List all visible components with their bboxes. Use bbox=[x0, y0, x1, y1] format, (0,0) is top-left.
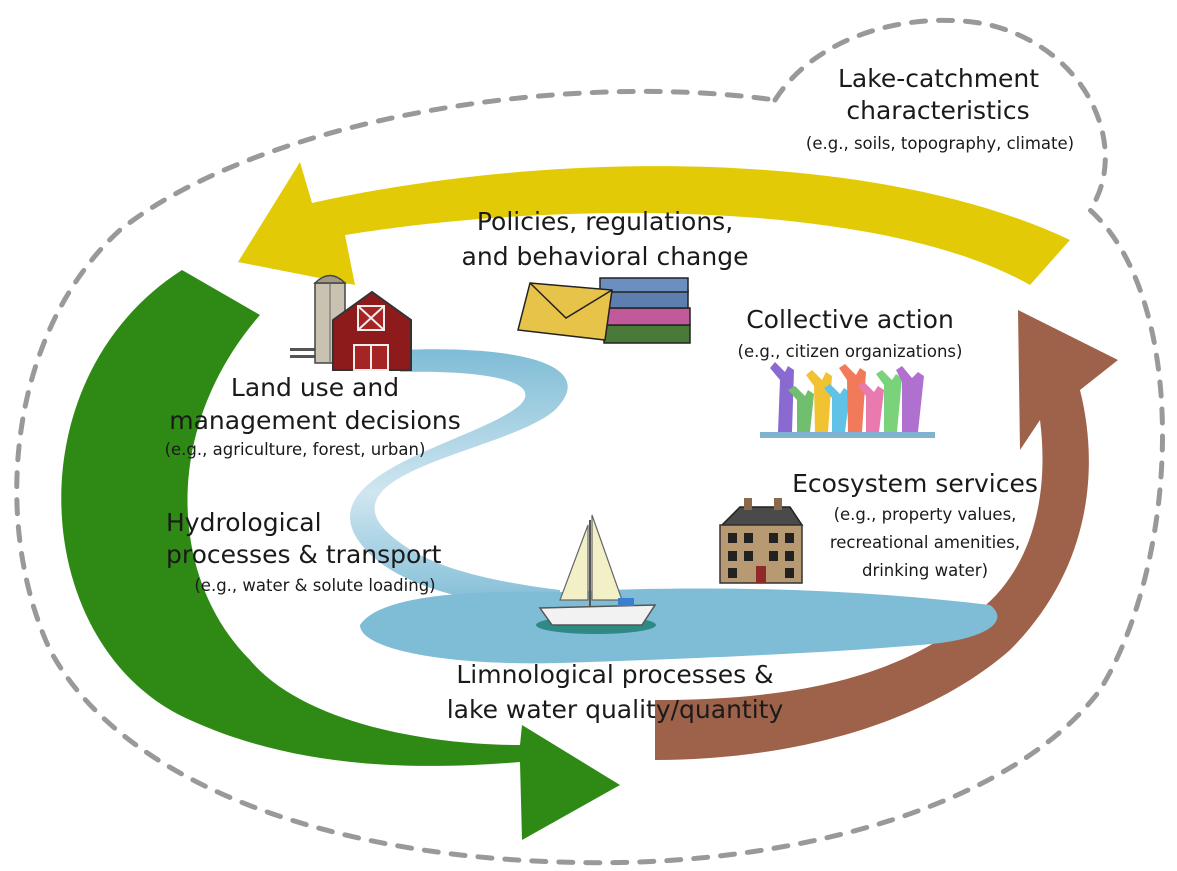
ecosystem-example-line2: recreational amenities, bbox=[829, 533, 1021, 552]
river bbox=[350, 349, 568, 610]
land-use-line1: Land use and bbox=[230, 373, 400, 402]
catchment-boundary bbox=[14, 17, 1165, 866]
barn-silo-icon bbox=[290, 274, 412, 371]
policies-line1: Policies, regulations, bbox=[476, 207, 734, 236]
hydrological-example: (e.g., water & solute loading) bbox=[194, 576, 436, 595]
house-icon bbox=[719, 498, 804, 584]
land-use-line2: management decisions bbox=[169, 406, 461, 435]
catchment-title-line1: Lake-catchment bbox=[838, 64, 1040, 93]
collective-title: Collective action bbox=[746, 305, 954, 334]
brown-arrow bbox=[655, 310, 1118, 760]
catchment-example: (e.g., soils, topography, climate) bbox=[805, 134, 1075, 153]
sailboat-icon bbox=[536, 514, 657, 634]
raised-hands-icon bbox=[760, 362, 935, 438]
ecosystem-example-line1: (e.g., property values, bbox=[833, 505, 1017, 524]
ecosystem-title: Ecosystem services bbox=[792, 469, 1038, 498]
policies-line2: and behavioral change bbox=[461, 242, 749, 271]
yellow-arrow bbox=[238, 162, 1070, 285]
limnological-line2: lake water quality/quantity bbox=[446, 695, 784, 724]
green-arrow bbox=[61, 270, 620, 840]
envelope-books-icon bbox=[517, 277, 691, 344]
land-use-example: (e.g., agriculture, forest, urban) bbox=[164, 440, 426, 459]
limnological-line1: Limnological processes & bbox=[456, 660, 774, 689]
ecosystem-example-line3: drinking water) bbox=[861, 561, 989, 580]
lake bbox=[360, 588, 998, 664]
hydrological-line2: processes & transport bbox=[166, 540, 442, 569]
hydrological-line1: Hydrological bbox=[166, 508, 322, 537]
catchment-title-line2: characteristics bbox=[846, 96, 1030, 125]
collective-example: (e.g., citizen organizations) bbox=[737, 342, 963, 361]
